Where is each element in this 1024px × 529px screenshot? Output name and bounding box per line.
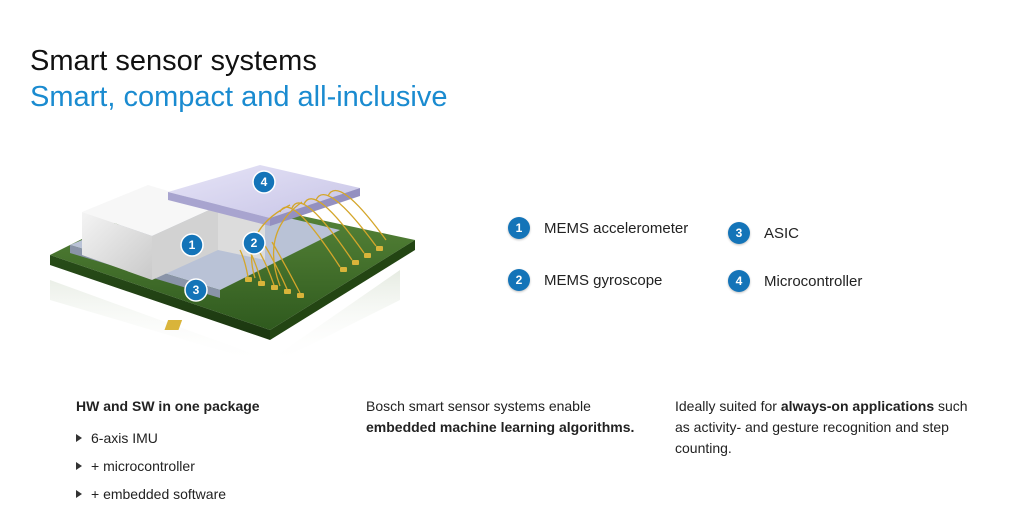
bond-wires bbox=[239, 190, 387, 294]
legend-item-gyroscope: 2 MEMS gyroscope bbox=[508, 269, 662, 291]
pcb-edge-right bbox=[270, 240, 415, 340]
svg-text:3: 3 bbox=[193, 283, 200, 297]
legend-badge: 2 bbox=[508, 269, 530, 291]
hw-sw-column: HW and SW in one package 6-axis IMU + mi… bbox=[76, 396, 336, 508]
legend-label: ASIC bbox=[764, 224, 800, 242]
chip-badge-1: 1 bbox=[180, 233, 204, 257]
chip-badge-2: 2 bbox=[242, 231, 266, 255]
ml-text: Bosch smart sensor systems enable bbox=[366, 398, 591, 414]
ml-bold-text: embedded machine learning algorithms. bbox=[366, 419, 635, 435]
svg-text:1: 1 bbox=[189, 238, 196, 252]
list-item: + microcontroller bbox=[76, 452, 336, 480]
always-on-text-end: such as activity- and gesture recognitio… bbox=[675, 398, 968, 456]
gold-pads bbox=[164, 246, 383, 330]
svg-text:4: 4 bbox=[261, 175, 268, 189]
chip-badge-3: 3 bbox=[184, 278, 208, 302]
always-on-column: Ideally suited for always-on application… bbox=[675, 396, 975, 459]
legend-label: MEMS accelerometer bbox=[544, 219, 689, 237]
hw-sw-heading: HW and SW in one package bbox=[76, 398, 260, 414]
sensor-chip-illustration: 4 1 2 3 bbox=[50, 165, 415, 365]
legend-badge: 4 bbox=[728, 270, 750, 292]
chip-badge-4: 4 bbox=[252, 170, 276, 194]
svg-text:2: 2 bbox=[251, 236, 258, 250]
always-on-text: Ideally suited for bbox=[675, 398, 781, 414]
hw-sw-bullets: 6-axis IMU + microcontroller + embedded … bbox=[76, 424, 336, 508]
reflection bbox=[50, 270, 400, 365]
list-item: + embedded software bbox=[76, 480, 336, 508]
legend-badge: 1 bbox=[508, 217, 530, 239]
legend-badge: 3 bbox=[728, 222, 750, 244]
list-item: 6-axis IMU bbox=[76, 424, 336, 452]
page-title: Smart sensor systems bbox=[30, 45, 317, 77]
legend-item-accelerometer: 1 MEMS accelerometer bbox=[508, 217, 688, 239]
legend-label: Microcontroller bbox=[764, 272, 863, 290]
legend-item-asic: 3 ASIC bbox=[728, 222, 799, 244]
always-on-bold-text: always-on applications bbox=[780, 398, 935, 414]
arrow-bullet-icon bbox=[76, 434, 82, 442]
arrow-bullet-icon bbox=[76, 462, 82, 470]
pcb-edge-left bbox=[50, 255, 270, 340]
ml-column: Bosch smart sensor systems enable embedd… bbox=[366, 396, 646, 438]
arrow-bullet-icon bbox=[76, 490, 82, 498]
legend-label: MEMS gyroscope bbox=[544, 271, 663, 289]
page-subtitle: Smart, compact and all-inclusive bbox=[30, 81, 448, 113]
legend-item-microcontroller: 4 Microcontroller bbox=[728, 270, 862, 292]
